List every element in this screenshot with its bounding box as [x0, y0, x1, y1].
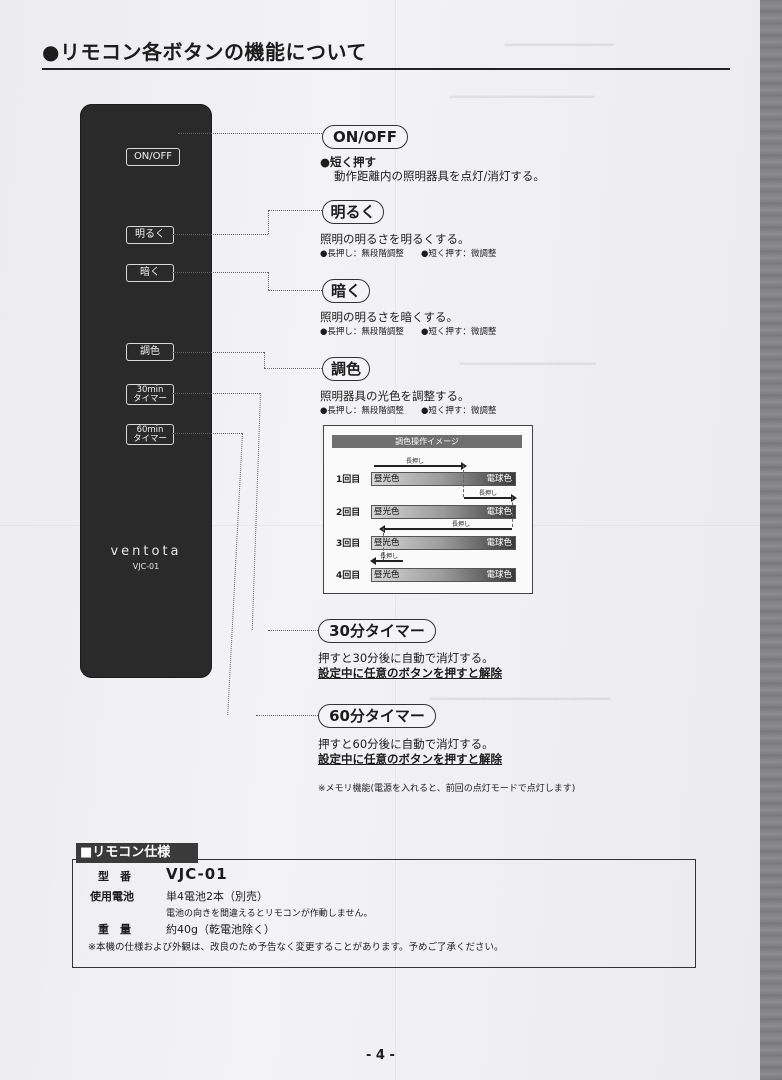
spec-battery-key: 使用電池: [90, 890, 134, 903]
row-label: 1回目: [336, 475, 361, 485]
leader-line-timer30: [172, 393, 260, 394]
timer60-label-bottom: タイマー: [132, 434, 167, 444]
background-fabric: [760, 0, 782, 1080]
darker-long-press: ●長押し：無段階調整: [320, 327, 404, 337]
color-long-press: ●長押し：無段階調整: [320, 406, 404, 416]
daylight-label: 昼光色: [374, 474, 400, 484]
warm-light-label: 電球色: [486, 570, 512, 580]
long-press-arrow-reverse: [379, 525, 512, 533]
brighter-short-press: ●短く押す：微調整: [421, 249, 497, 259]
position-marker: [512, 497, 513, 527]
remote-button-onoff: ON/OFF: [126, 148, 180, 166]
spec-model-value: VJC-01: [166, 865, 228, 883]
function-title-color: 調色: [322, 357, 370, 381]
daylight-label: 昼光色: [374, 507, 400, 517]
warm-light-label: 電球色: [486, 474, 512, 484]
long-press-label: 長押し: [479, 490, 498, 497]
leader-line-color: [172, 352, 264, 353]
darker-description: 照明の明るさを暗くする。: [320, 310, 458, 324]
spec-weight-key: 重 量: [98, 923, 131, 936]
brighter-description: 照明の明るさを明るくする。: [320, 232, 470, 246]
timer30-description: 押すと30分後に自動で消灯する。: [318, 651, 494, 665]
spec-battery-value: 単4電池2本（別売）: [166, 890, 268, 903]
leader-line-brighter: [268, 210, 269, 234]
long-press-label: 長押し: [406, 458, 425, 465]
spec-heading: ■リモコン仕様: [76, 843, 198, 863]
leader-line-darker: [268, 272, 269, 290]
show-through-text: ━━━━━━━━━━━━━━━━━━━━: [430, 690, 611, 708]
show-through-text: ━━━━━━━━━━━━━━━━: [450, 88, 595, 106]
color-temperature-bar: 昼光色 電球色: [371, 568, 516, 582]
leader-line-color: [264, 368, 322, 369]
diagram-title: 調色操作イメージ: [332, 435, 522, 448]
model-label: VJC-01: [132, 562, 160, 571]
remote-button-timer60: 60min タイマー: [126, 424, 174, 445]
warm-light-label: 電球色: [486, 538, 512, 548]
show-through-text: ━━━━━━━━━━━━━━━: [460, 355, 596, 373]
color-temperature-bar: 昼光色 電球色: [371, 536, 516, 550]
leader-line-color: [264, 352, 265, 368]
function-title-timer30: 30分タイマー: [318, 619, 436, 643]
brighter-long-press: ●長押し：無段階調整: [320, 249, 404, 259]
spec-model-key: 型 番: [98, 870, 131, 883]
daylight-label: 昼光色: [374, 570, 400, 580]
warm-light-label: 電球色: [486, 507, 512, 517]
function-title-timer60: 60分タイマー: [318, 704, 436, 728]
function-title-brighter: 明るく: [322, 200, 384, 224]
brand-logo: ventota: [110, 544, 182, 559]
leader-line-onoff: [178, 133, 322, 134]
leader-line-darker: [172, 272, 268, 273]
remote-button-darker: 暗く: [126, 264, 174, 282]
position-marker: [463, 465, 464, 497]
color-temperature-bar: 昼光色 電球色: [371, 505, 516, 519]
timer60-cancel-note: 設定中に任意のボタンを押すと解除: [318, 752, 502, 766]
color-short-press: ●短く押す：微調整: [421, 406, 497, 416]
daylight-label: 昼光色: [374, 538, 400, 548]
spec-weight-value: 約40g（乾電池除く）: [166, 923, 275, 936]
timer30-label-top: 30min: [136, 385, 164, 395]
function-title-onoff: ON/OFF: [322, 125, 408, 149]
timer60-label-top: 60min: [136, 425, 164, 435]
title-underline: [42, 68, 730, 70]
page-title: ●リモコン各ボタンの機能について: [42, 40, 367, 64]
spec-battery-note: 電池の向きを間違えるとリモコンが作動しません。: [166, 909, 373, 919]
long-press-arrow: [374, 462, 467, 470]
long-press-arrow: [464, 494, 517, 502]
color-description: 照明器具の光色を調整する。: [320, 389, 470, 403]
long-press-label: 長押し: [452, 521, 471, 528]
darker-short-press: ●短く押す：微調整: [421, 327, 497, 337]
long-press-arrow-reverse: [370, 557, 403, 565]
spec-box: [72, 859, 696, 968]
memory-function-note: ※メモリ機能(電源を入れると、前回の点灯モードで点灯します): [318, 784, 576, 794]
remote-control-illustration: ON/OFF 明るく 暗く 調色 30min タイマー 60min タイマー v…: [80, 104, 212, 678]
long-press-label: 長押し: [380, 553, 399, 560]
spec-disclaimer: ※本機の仕様および外観は、改良のため予告なく変更することがあります。予めご了承く…: [88, 942, 504, 953]
remote-button-brighter: 明るく: [126, 226, 174, 244]
leader-line-brighter: [172, 234, 268, 235]
remote-button-timer30: 30min タイマー: [126, 384, 174, 405]
leader-line-timer60: [256, 715, 318, 716]
timer60-description: 押すと60分後に自動で消灯する。: [318, 737, 494, 751]
row-label: 3回目: [336, 539, 361, 549]
color-temperature-bar: 昼光色 電球色: [371, 472, 516, 486]
function-title-darker: 暗く: [322, 279, 370, 303]
timer30-label-bottom: タイマー: [132, 394, 167, 404]
leader-line-timer60: [172, 433, 242, 434]
onoff-instruction: ●短く押す: [320, 155, 377, 169]
leader-line-brighter: [268, 210, 322, 211]
position-marker: [383, 528, 384, 560]
leader-line-darker: [268, 290, 322, 291]
onoff-description: 動作距離内の照明器具を点灯/消灯する。: [334, 169, 545, 183]
leader-line-timer30: [268, 630, 318, 631]
timer30-cancel-note: 設定中に任意のボタンを押すと解除: [318, 666, 502, 680]
remote-button-color: 調色: [126, 343, 174, 361]
color-adjust-diagram: 調色操作イメージ 長押し 1回目 昼光色 電球色 長押し 2回目 昼光色 電球色…: [323, 425, 533, 594]
row-label: 2回目: [336, 508, 361, 518]
row-label: 4回目: [336, 571, 361, 581]
show-through-text: ━━━━━━━━━━━━: [505, 36, 614, 54]
page-number: - 4 -: [366, 1048, 395, 1063]
